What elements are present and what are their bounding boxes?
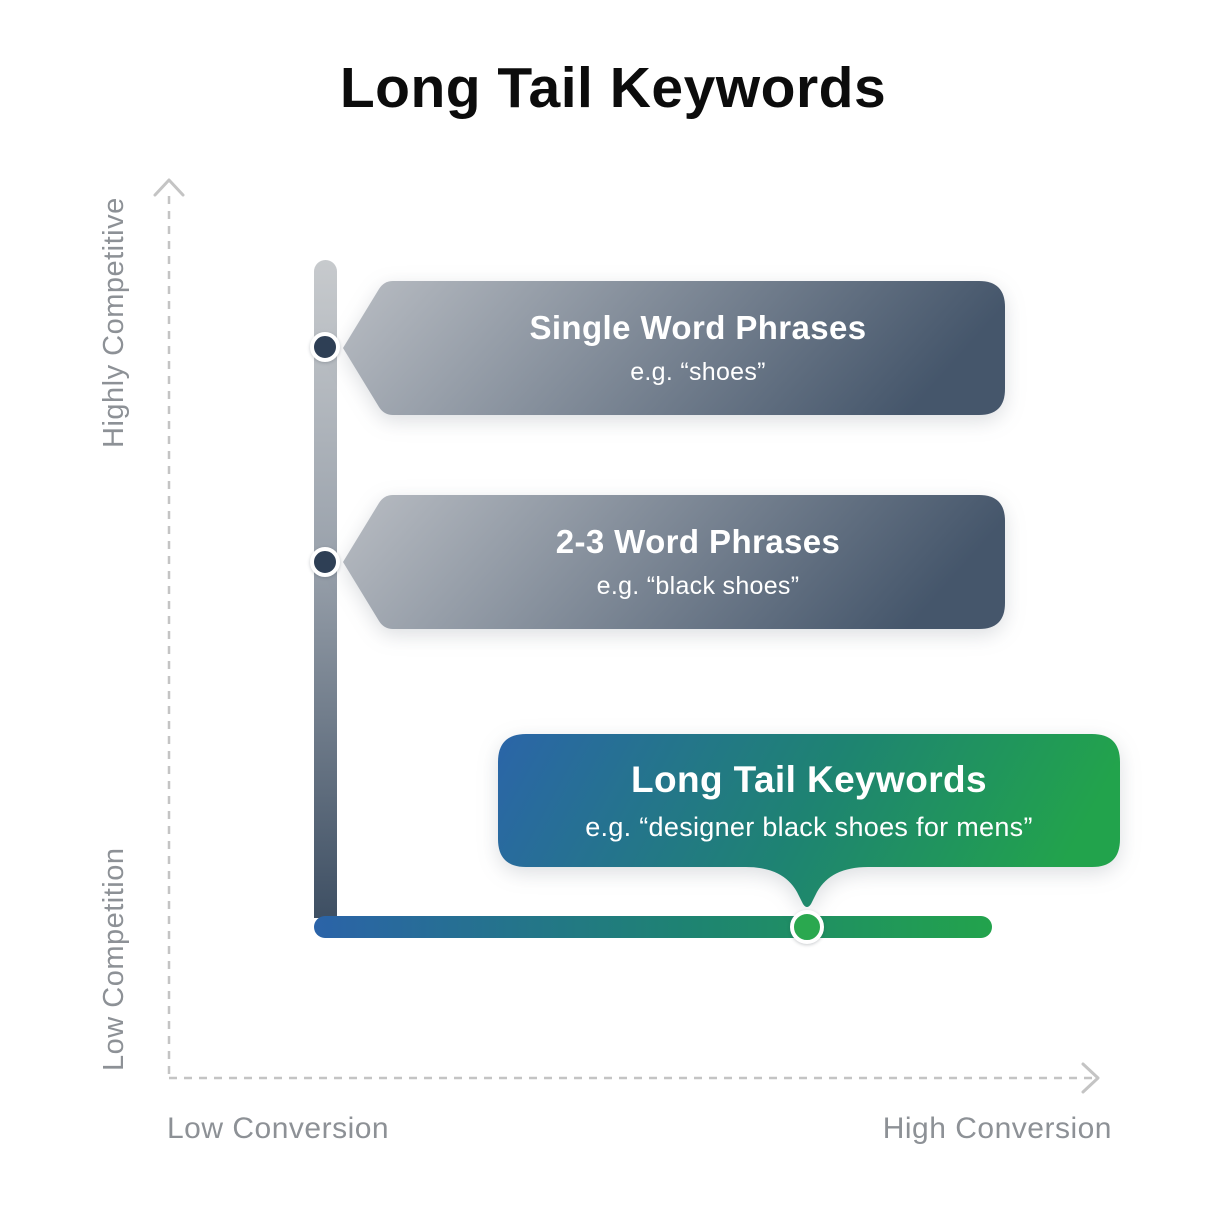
y-axis-label-top: Highly Competitive <box>98 197 130 449</box>
callout-title: Single Word Phrases <box>529 309 867 346</box>
marker-dot-long-tail <box>790 910 824 944</box>
x-axis-label-left: Low Conversion <box>167 1112 390 1145</box>
arrow-right-icon <box>1081 1062 1100 1094</box>
callout-example: e.g. “black shoes” <box>596 572 800 600</box>
callout-bubble-shape <box>498 734 1120 907</box>
callout-title: Long Tail Keywords <box>631 758 987 800</box>
callout-title: 2-3 Word Phrases <box>555 523 841 560</box>
arrow-up-icon <box>153 178 185 197</box>
callout-example: e.g. “designer black shoes for mens” <box>585 811 1033 842</box>
callout-single-word-phrases: Single Word Phrases e.g. “shoes” <box>343 281 1005 415</box>
x-axis-label-right: High Conversion <box>882 1112 1112 1145</box>
callout-example: e.g. “shoes” <box>630 358 766 386</box>
conversion-axis-bar <box>314 916 992 938</box>
callout-2-3-word-phrases: 2-3 Word Phrases e.g. “black shoes” <box>343 495 1005 629</box>
page-title: Long Tail Keywords <box>339 56 887 120</box>
callout-arrow-shape <box>343 495 1005 629</box>
y-axis-label-bottom: Low Competition <box>98 847 130 1071</box>
marker-dot-single-word <box>310 332 340 362</box>
callout-long-tail-keywords: Long Tail Keywords e.g. “designer black … <box>498 734 1120 913</box>
callout-arrow-shape <box>343 281 1005 415</box>
marker-dot-2-3-word <box>310 547 340 577</box>
competition-axis-bar <box>314 260 337 918</box>
